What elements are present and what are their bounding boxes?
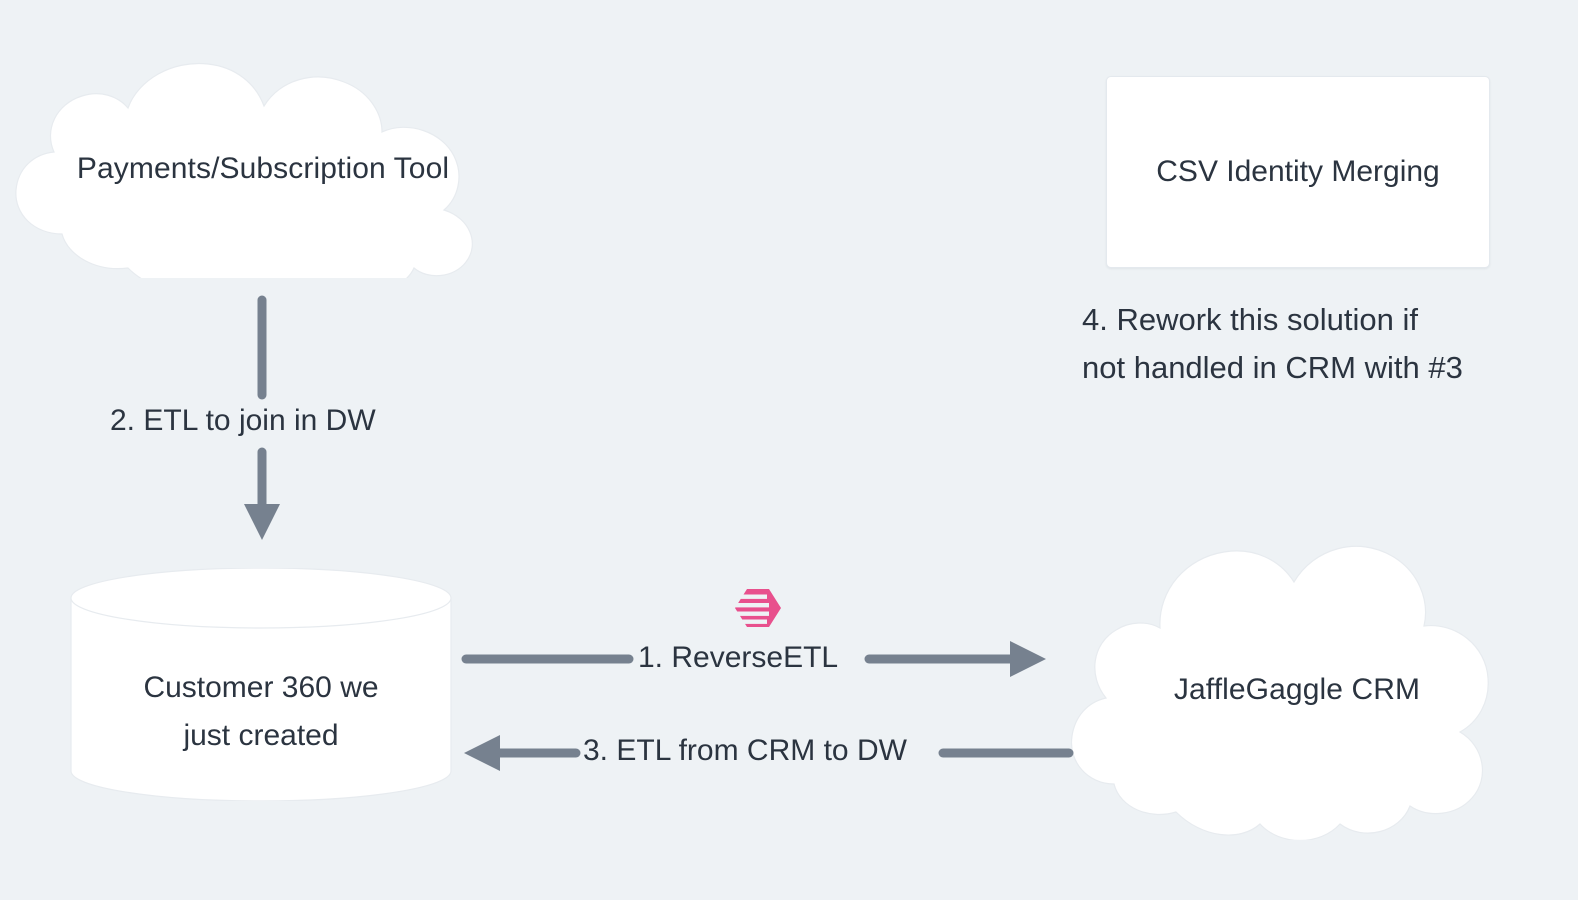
edge-reverse-etl-arrowhead bbox=[1010, 641, 1046, 677]
node-csv-identity-label: CSV Identity Merging bbox=[1156, 155, 1440, 188]
cloud-shape-icon bbox=[15, 62, 473, 278]
cloud-shape-icon bbox=[1070, 545, 1489, 840]
node-csv-identity-box[interactable]: CSV Identity Merging bbox=[1106, 76, 1490, 268]
node-crm-cloud[interactable]: JaffleGaggle CRM bbox=[1058, 520, 1536, 840]
node-payments-cloud[interactable]: Payments/Subscription Tool bbox=[8, 58, 518, 278]
hexagon-stripes-icon bbox=[735, 587, 783, 629]
note-rework-text: 4. Rework this solution if not handled i… bbox=[1082, 302, 1463, 386]
edge-etl-join-arrowhead bbox=[244, 504, 280, 540]
edge-label-etl-join: 2. ETL to join in DW bbox=[110, 404, 376, 437]
node-warehouse-label: Customer 360 we just created bbox=[143, 671, 379, 752]
node-warehouse-cylinder[interactable]: Customer 360 we just created bbox=[68, 568, 454, 801]
cylinder-shape-icon bbox=[70, 568, 452, 801]
edge-etl-from-crm-arrowhead bbox=[464, 735, 500, 771]
edge-label-etl-from-crm: 3. ETL from CRM to DW bbox=[583, 734, 907, 767]
edge-label-reverse-etl: 1. ReverseETL bbox=[638, 641, 839, 674]
